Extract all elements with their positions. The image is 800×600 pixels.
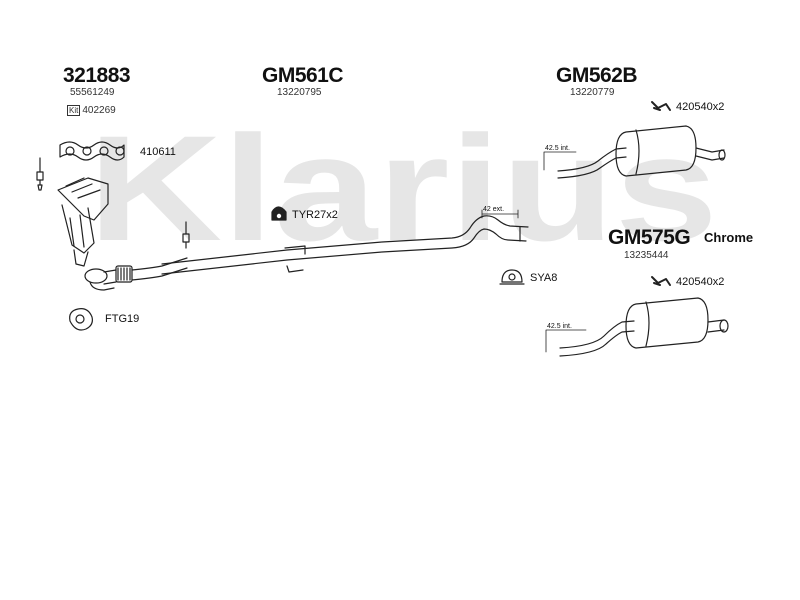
rear-box-b-drawing (545, 297, 729, 357)
rear-box-b-part-number: GM575G (608, 226, 691, 249)
watermark-text: Klarius (88, 104, 718, 272)
dim-42-5-int-label-b: 42.5 int. (547, 323, 572, 330)
kit-number: 402269 (82, 105, 116, 116)
hanger-icon (651, 101, 671, 111)
rear-box-b-hanger-label: 420540x2 (676, 276, 725, 288)
catalyst-oem-number: 55561249 (70, 87, 115, 98)
front-pipe-part-number: GM561C (262, 64, 344, 87)
catalyst-part-number: 321883 (63, 64, 131, 87)
dimension-42-ext (481, 209, 519, 219)
mid-pipe-drawing (161, 215, 529, 275)
kit-badge: Kit (67, 105, 81, 116)
gasket-set-icon (59, 141, 125, 161)
rear-box-a-oem-number: 13220779 (570, 87, 615, 98)
rear-box-b-oem-number: 13235444 (624, 250, 669, 261)
flange-gasket-icon (69, 308, 93, 331)
rubber-mount-label: TYR27x2 (292, 209, 338, 221)
rear-box-b-finish: Chrome (704, 230, 754, 245)
gasket-kit-label: 410611 (140, 146, 176, 158)
catalyst-drawing (57, 177, 109, 267)
sensor-icon (182, 221, 190, 249)
rear-box-a-hanger-label: 420540x2 (676, 101, 725, 113)
sensor-icon (36, 157, 44, 191)
dim-42-5-int-label-a: 42.5 int. (545, 145, 570, 152)
rear-box-a-part-number: GM562B (556, 64, 638, 87)
clamp-icon (499, 269, 525, 285)
clamp-label: SYA8 (530, 272, 558, 284)
hanger-icon (651, 276, 671, 286)
front-pipe-drawing (84, 257, 188, 291)
rubber-mount-icon (271, 206, 287, 221)
front-pipe-oem-number: 13220795 (277, 87, 322, 98)
dim-42-ext-label: 42 ext. (483, 206, 504, 213)
rear-box-a-drawing (543, 125, 726, 179)
flange-gasket-label: FTG19 (105, 313, 140, 325)
